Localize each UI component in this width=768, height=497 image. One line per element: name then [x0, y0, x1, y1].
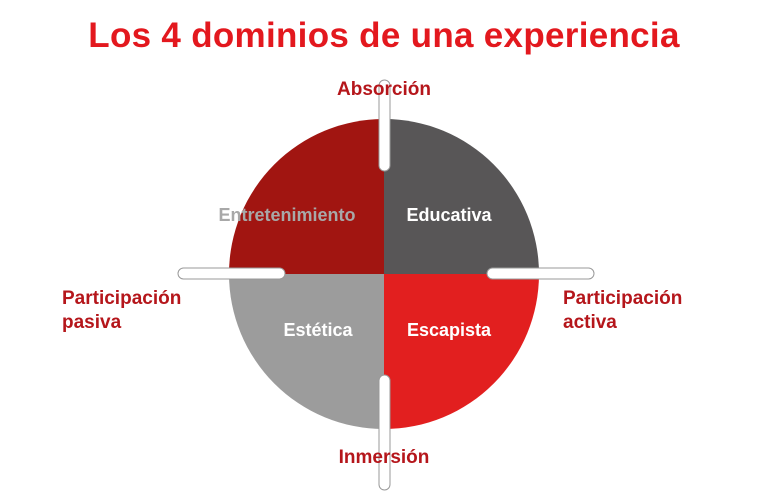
- axis-bar-right: [486, 267, 595, 280]
- axis-bar-bottom: [378, 374, 391, 491]
- axis-bar-left: [177, 267, 286, 280]
- axis-label-left-line1: Participación: [62, 288, 182, 309]
- axis-label-right-line1: Participación: [563, 288, 683, 309]
- axis-label-right-line2: activa: [563, 312, 617, 333]
- quadrant-label: Educativa: [406, 205, 492, 225]
- quadrant-label: Escapista: [407, 320, 492, 340]
- quadrant-educativa: [384, 119, 539, 274]
- axis-label-left: Participación pasiva: [62, 287, 181, 335]
- diagram-title: Los 4 dominios de una experiencia: [88, 16, 680, 55]
- quadrant-estetica: [229, 274, 384, 429]
- axis-label-left-line2: pasiva: [62, 312, 122, 333]
- quadrant-label: Estética: [283, 320, 353, 340]
- axis-label-right: Participación activa: [563, 287, 682, 335]
- axis-label-bottom: Inmersión: [338, 447, 430, 468]
- quadrant-label: Entretenimiento: [218, 205, 355, 225]
- axis-bar-top: [378, 79, 391, 172]
- axis-label-top: Absorción: [337, 79, 431, 100]
- quadrant-entretenimiento: [229, 119, 384, 274]
- quadrant-escapista: [384, 274, 539, 429]
